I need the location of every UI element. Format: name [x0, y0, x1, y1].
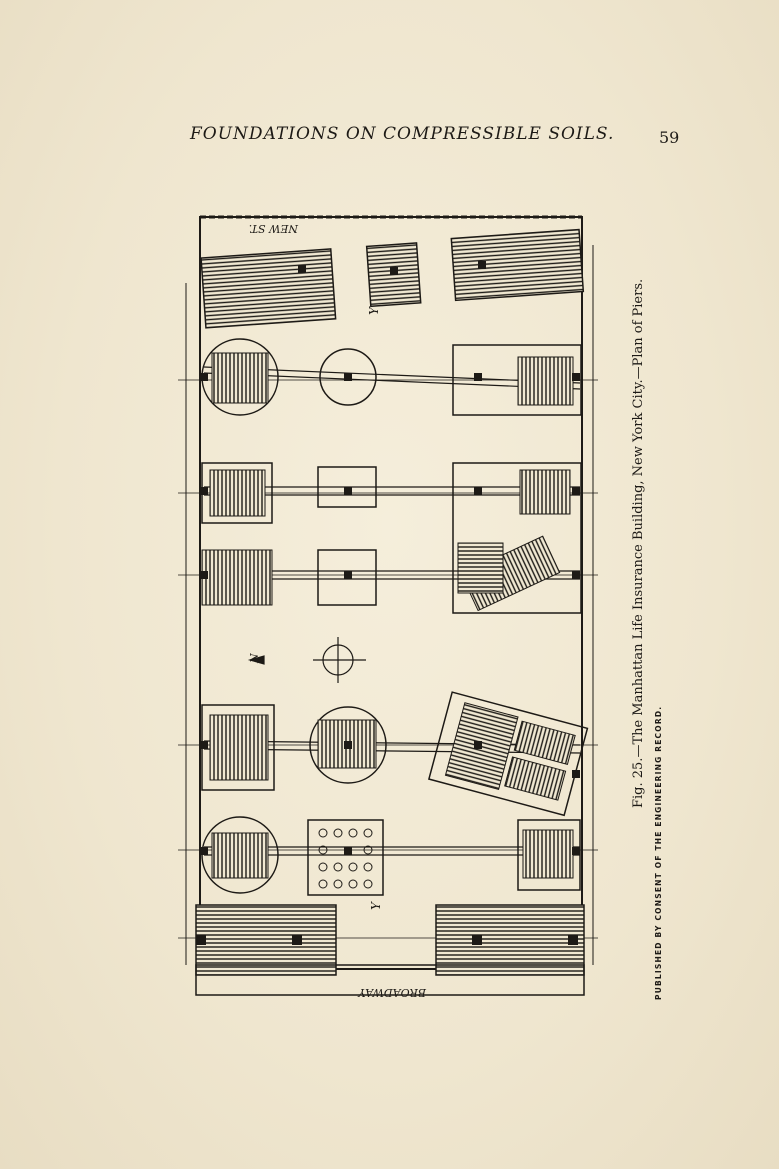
figure-caption: Fig. 25.—The Manhattan Life Insurance Bu…	[631, 278, 646, 808]
page-number: 59	[659, 128, 680, 147]
running-head: FOUNDATIONS ON COMPRESSIBLE SOILS.	[190, 124, 615, 144]
north-arrow-icon	[247, 637, 366, 683]
figure-credit: PUBLISHED BY CONSENT OF THE ENGINEERING …	[654, 705, 663, 1000]
section-label-y1: Y	[369, 901, 383, 910]
section-label-y2: Y	[367, 306, 381, 315]
pier-plan-drawing: NEW ST. BROADWAY N Y Y	[178, 215, 598, 999]
street-broadway: BROADWAY	[357, 986, 427, 999]
street-new-st: NEW ST.	[249, 222, 299, 235]
north-label: N	[248, 653, 261, 664]
